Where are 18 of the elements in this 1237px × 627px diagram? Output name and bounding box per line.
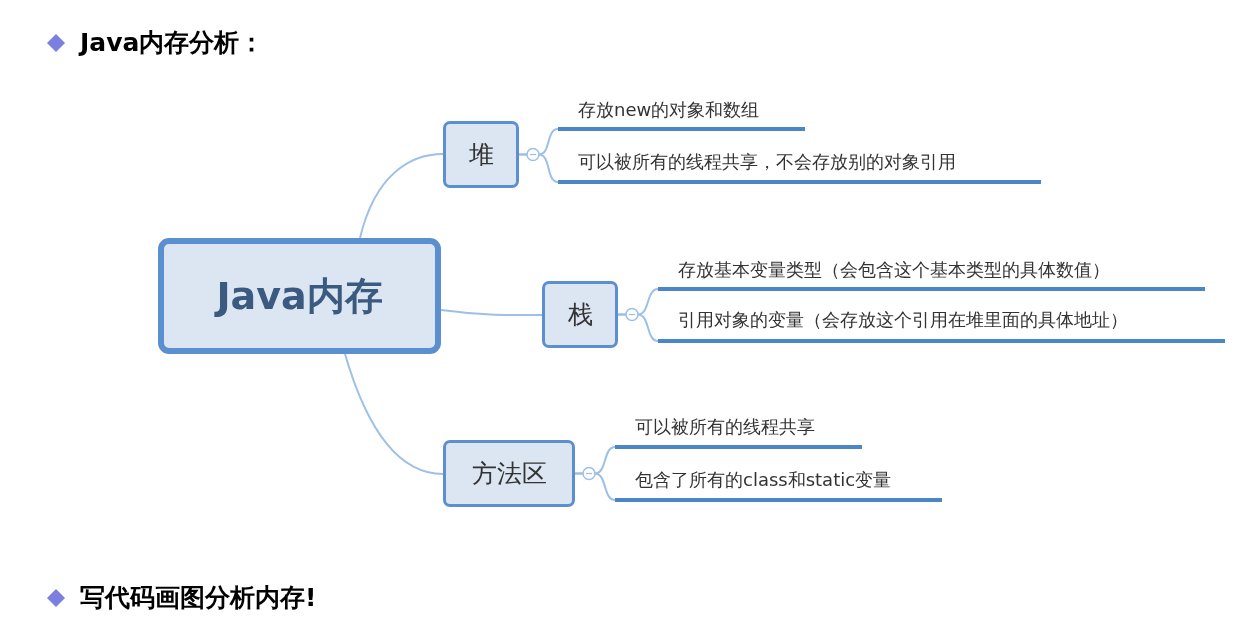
subtopic-text: 引用对象的变量（会存放这个引用在堆里面的具体地址）: [658, 300, 1225, 343]
topic-box: 堆: [443, 121, 519, 188]
branch-line: [574, 472, 616, 501]
subtopic-text: 包含了所有的class和static变量: [615, 461, 942, 502]
topic-box: 方法区: [443, 440, 575, 507]
subtopic-text: 可以被所有的线程共享，不会存放别的对象引用: [558, 143, 1041, 184]
central-topic-box: Java内存: [158, 238, 441, 354]
branch-line: [518, 153, 559, 183]
subtopic-text: 存放new的对象和数组: [558, 93, 805, 131]
branch-line: [344, 353, 444, 475]
heading: Java内存分析：: [80, 27, 265, 59]
branch-line: [440, 309, 543, 317]
topic-box: 栈: [542, 281, 618, 348]
branch-line: [617, 313, 659, 342]
heading: 写代码画图分析内存!: [80, 582, 317, 614]
subtopic-text: 存放基本变量类型（会包含这个基本类型的具体数值）: [658, 252, 1205, 291]
subtopic-text: 可以被所有的线程共享: [615, 408, 862, 449]
branch-line: [359, 153, 444, 239]
